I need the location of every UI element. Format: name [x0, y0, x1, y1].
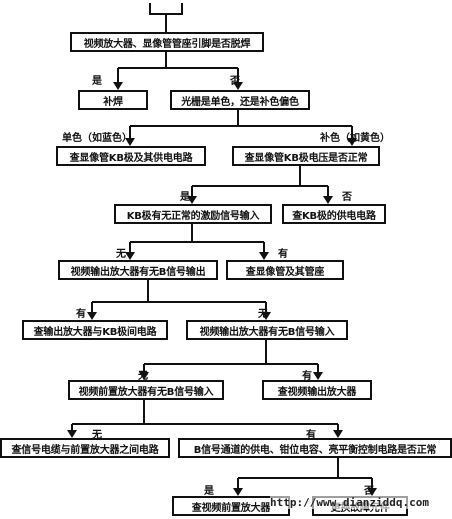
node-check-out-to-kb: 查输出放大器与KB极间电路: [22, 320, 168, 340]
node-video-out-input: 视频输出放大器有无B信号输入: [186, 320, 348, 340]
edge-label-yes: 是: [180, 192, 190, 203]
node-start: 视频放大器、显像管管座引脚是否脱焊: [70, 32, 264, 52]
node-check-signal-cable: 查信号电缆与前置放大器之间电路: [0, 438, 170, 458]
node-check-kb-supply: 查KB极的供电电路: [282, 204, 386, 224]
node-kb-drive-signal: KB极有无正常的激励信号输入: [114, 204, 272, 224]
edge-label-yes: 是: [92, 76, 102, 87]
edge-label-none: 无: [92, 430, 102, 441]
node-check-crt-socket: 查显像管及其管座: [226, 260, 344, 280]
edge-label-has: 有: [306, 430, 316, 441]
edge-label-has: 有: [302, 371, 312, 382]
edge-label-yes: 是: [204, 486, 214, 497]
edge-label-no: 否: [342, 192, 352, 203]
node-check-kb-circuit: 查显像管KB极及其供电电路: [56, 146, 206, 166]
node-check-video-out-amp: 查视频输出放大器: [262, 380, 372, 400]
edge-label-none: 无: [258, 309, 268, 320]
node-raster-color: 光栅是单色，还是补色偏色: [170, 90, 310, 110]
edge-label-single-color: 单色（如蓝色）: [62, 133, 132, 144]
edge-label-no: 否: [230, 76, 240, 87]
edge-label-no: 否: [364, 486, 374, 497]
edge-label-none: 无: [116, 249, 126, 260]
watermark: http://www.dianziddq.com: [270, 496, 429, 509]
edge-label-has: 有: [76, 309, 86, 320]
node-check-kb-voltage: 查显像管KB极电压是否正常: [232, 146, 380, 166]
node-resolder: 补焊: [78, 90, 148, 110]
node-video-out-output: 视频输出放大器有无B信号输出: [58, 260, 218, 280]
edge-label-complement-color: 补色（如黄色）: [320, 133, 390, 144]
edge-label-has: 有: [278, 249, 288, 260]
node-b-channel-power: B信号通道的供电、钳位电容、亮平衡控制电路是否正常: [178, 438, 452, 458]
node-video-pre-input: 视频前置放大器有无B信号输入: [68, 380, 224, 400]
edge-label-none: 无: [138, 371, 148, 382]
